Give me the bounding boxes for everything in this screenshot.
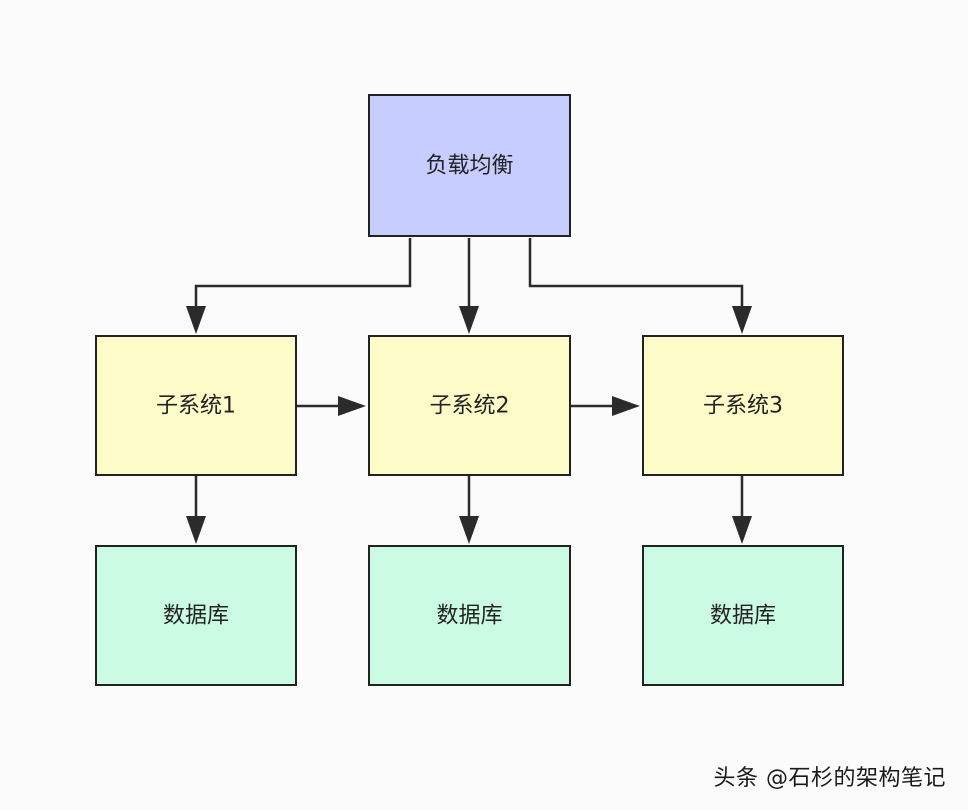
database-box — [95, 545, 297, 686]
arrowhead — [732, 306, 752, 334]
arrowhead — [612, 396, 640, 416]
arrowhead — [186, 306, 206, 334]
subsystem-box — [642, 335, 844, 476]
subsystem-label: 子系统1 — [156, 394, 236, 419]
database-label: 数据库 — [163, 604, 229, 629]
connectors — [186, 238, 752, 544]
load-balancer-label: 负载均衡 — [425, 154, 513, 179]
database-node-3: 数据库 — [642, 545, 844, 686]
load-balancer-node: 负载均衡 — [368, 94, 571, 237]
subsystem-node-3: 子系统3 — [642, 335, 844, 476]
database-label: 数据库 — [436, 604, 502, 629]
database-node-1: 数据库 — [95, 545, 297, 686]
database-node-2: 数据库 — [368, 545, 571, 686]
subsystem-label: 子系统2 — [430, 394, 510, 419]
database-label: 数据库 — [710, 604, 776, 629]
subsystem-box — [368, 335, 571, 476]
connector-lb-to-subsystem-1 — [194, 238, 412, 308]
load-balancer-box — [368, 94, 571, 237]
database-box — [642, 545, 844, 686]
watermark: 头条 @石杉的架构笔记 — [713, 766, 946, 791]
subsystem-node-2: 子系统2 — [368, 335, 571, 476]
subsystem-label: 子系统3 — [703, 394, 783, 419]
connector-lb-to-subsystem-3 — [528, 238, 744, 308]
arrowhead — [459, 516, 479, 544]
subsystem-node-1: 子系统1 — [95, 335, 297, 476]
arrowhead — [338, 396, 366, 416]
arrowhead — [186, 516, 206, 544]
arrowhead — [732, 516, 752, 544]
subsystem-box — [95, 335, 297, 476]
database-box — [368, 545, 571, 686]
arrowhead — [459, 306, 479, 334]
